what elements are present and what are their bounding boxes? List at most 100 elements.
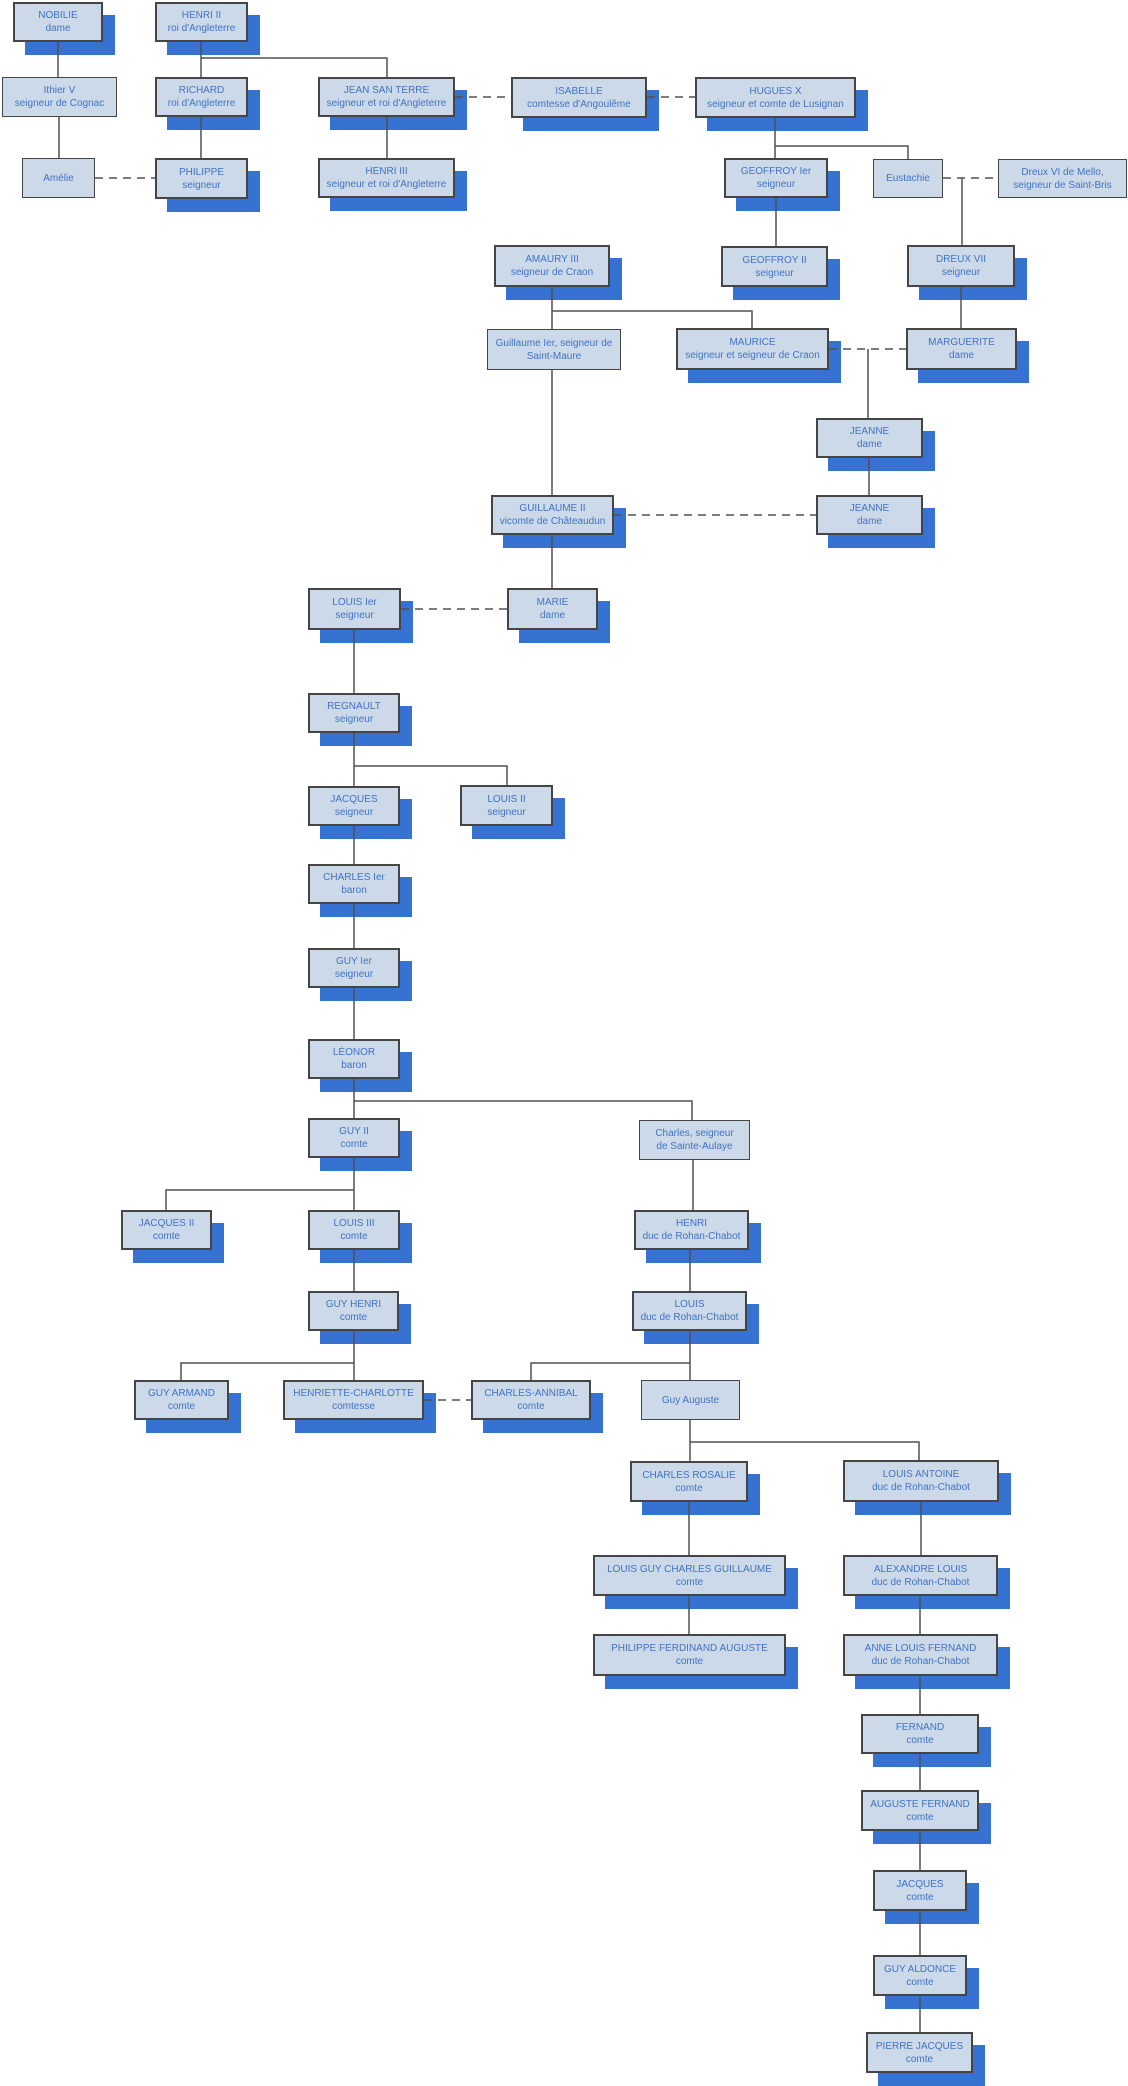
person-name: LOUIS II [487,793,526,805]
descent-connector [201,57,388,77]
person-title: seigneur [941,267,981,278]
person-title: seigneur et seigneur de Craon [685,350,820,361]
person-name: Dreux VI de Mello, [1021,166,1104,178]
descent-connector [165,1189,354,1210]
person-name: DREUX VII [935,254,986,265]
person-name: PIERRE JACQUES [875,2040,964,2052]
person-title: comte [906,1891,934,1903]
tree-node-anne-louis-fernand[interactable]: ANNE LOUIS FERNAND duc de Rohan-Chabot [843,1634,998,1676]
person-name: CHARLES Ier [323,872,385,883]
person-title: dame [539,610,565,621]
tree-node-amelie[interactable]: Amélie [22,158,95,198]
person-title: roi d'Angleterre [167,23,236,34]
person-name: ISABELLE [555,85,603,97]
tree-node-dreux-vii[interactable]: DREUX VII seigneur [907,245,1015,287]
tree-node-nobilie[interactable]: NOBILIE dame [13,2,103,42]
person-name: JACQUES [330,794,378,805]
person-name: Guillaume Ier, seigneur de [495,337,613,349]
person-name: NOBILIE [38,10,78,21]
person-title: comte [340,1139,368,1150]
person-name: LOUIS Ier [332,597,377,608]
descent-connector [354,1100,693,1120]
person-title: seigneur de Cognac [14,98,105,109]
person-name: GUY II [339,1126,369,1137]
person-title: comte [675,1576,704,1588]
tree-node-guy-ii[interactable]: GUY II comte [308,1118,400,1158]
person-title: seigneur de Saint-Bris [1013,179,1112,191]
person-title: vicomte de Châteaudun [499,516,606,527]
person-name: GUY ARMAND [147,1388,216,1399]
descent-connector [180,1362,354,1380]
person-name: HENRI III [365,166,408,177]
descent-connector [530,1362,690,1380]
person-title: de Sainte-Aulaye [656,1141,733,1152]
person-title: roi d'Angleterre [167,98,236,109]
person-name: GUY Ier [336,956,372,967]
person-name: Eustachie [886,173,930,184]
person-name: ALEXANDRE LOUIS [873,1563,968,1575]
person-name: AUGUSTE FERNAND [870,1798,970,1810]
person-title: comte [906,1811,934,1823]
tree-node-guy-auguste[interactable]: Guy Auguste [641,1380,740,1420]
tree-node-eustachie[interactable]: Eustachie [873,159,943,198]
person-title: comte [340,1231,368,1242]
person-name: ANNE LOUIS FERNAND [864,1643,977,1654]
person-title: seigneur [182,179,221,191]
person-title: duc de Rohan-Chabot [871,1656,970,1667]
tree-node-dreux-vi[interactable]: Dreux VI de Mello,seigneur de Saint-Bris [998,159,1127,198]
person-title: comte [517,1401,545,1412]
person-name: JEANNE [849,503,890,514]
descent-connector [690,1441,920,1460]
person-title: duc de Rohan-Chabot [871,1576,970,1588]
person-title: comtesse [332,1401,375,1412]
person-name: LÉONOR [332,1047,376,1058]
person-title: dame [45,23,71,34]
person-title: seigneur [334,714,374,725]
person-name: JEAN SAN TERRE [343,85,430,96]
